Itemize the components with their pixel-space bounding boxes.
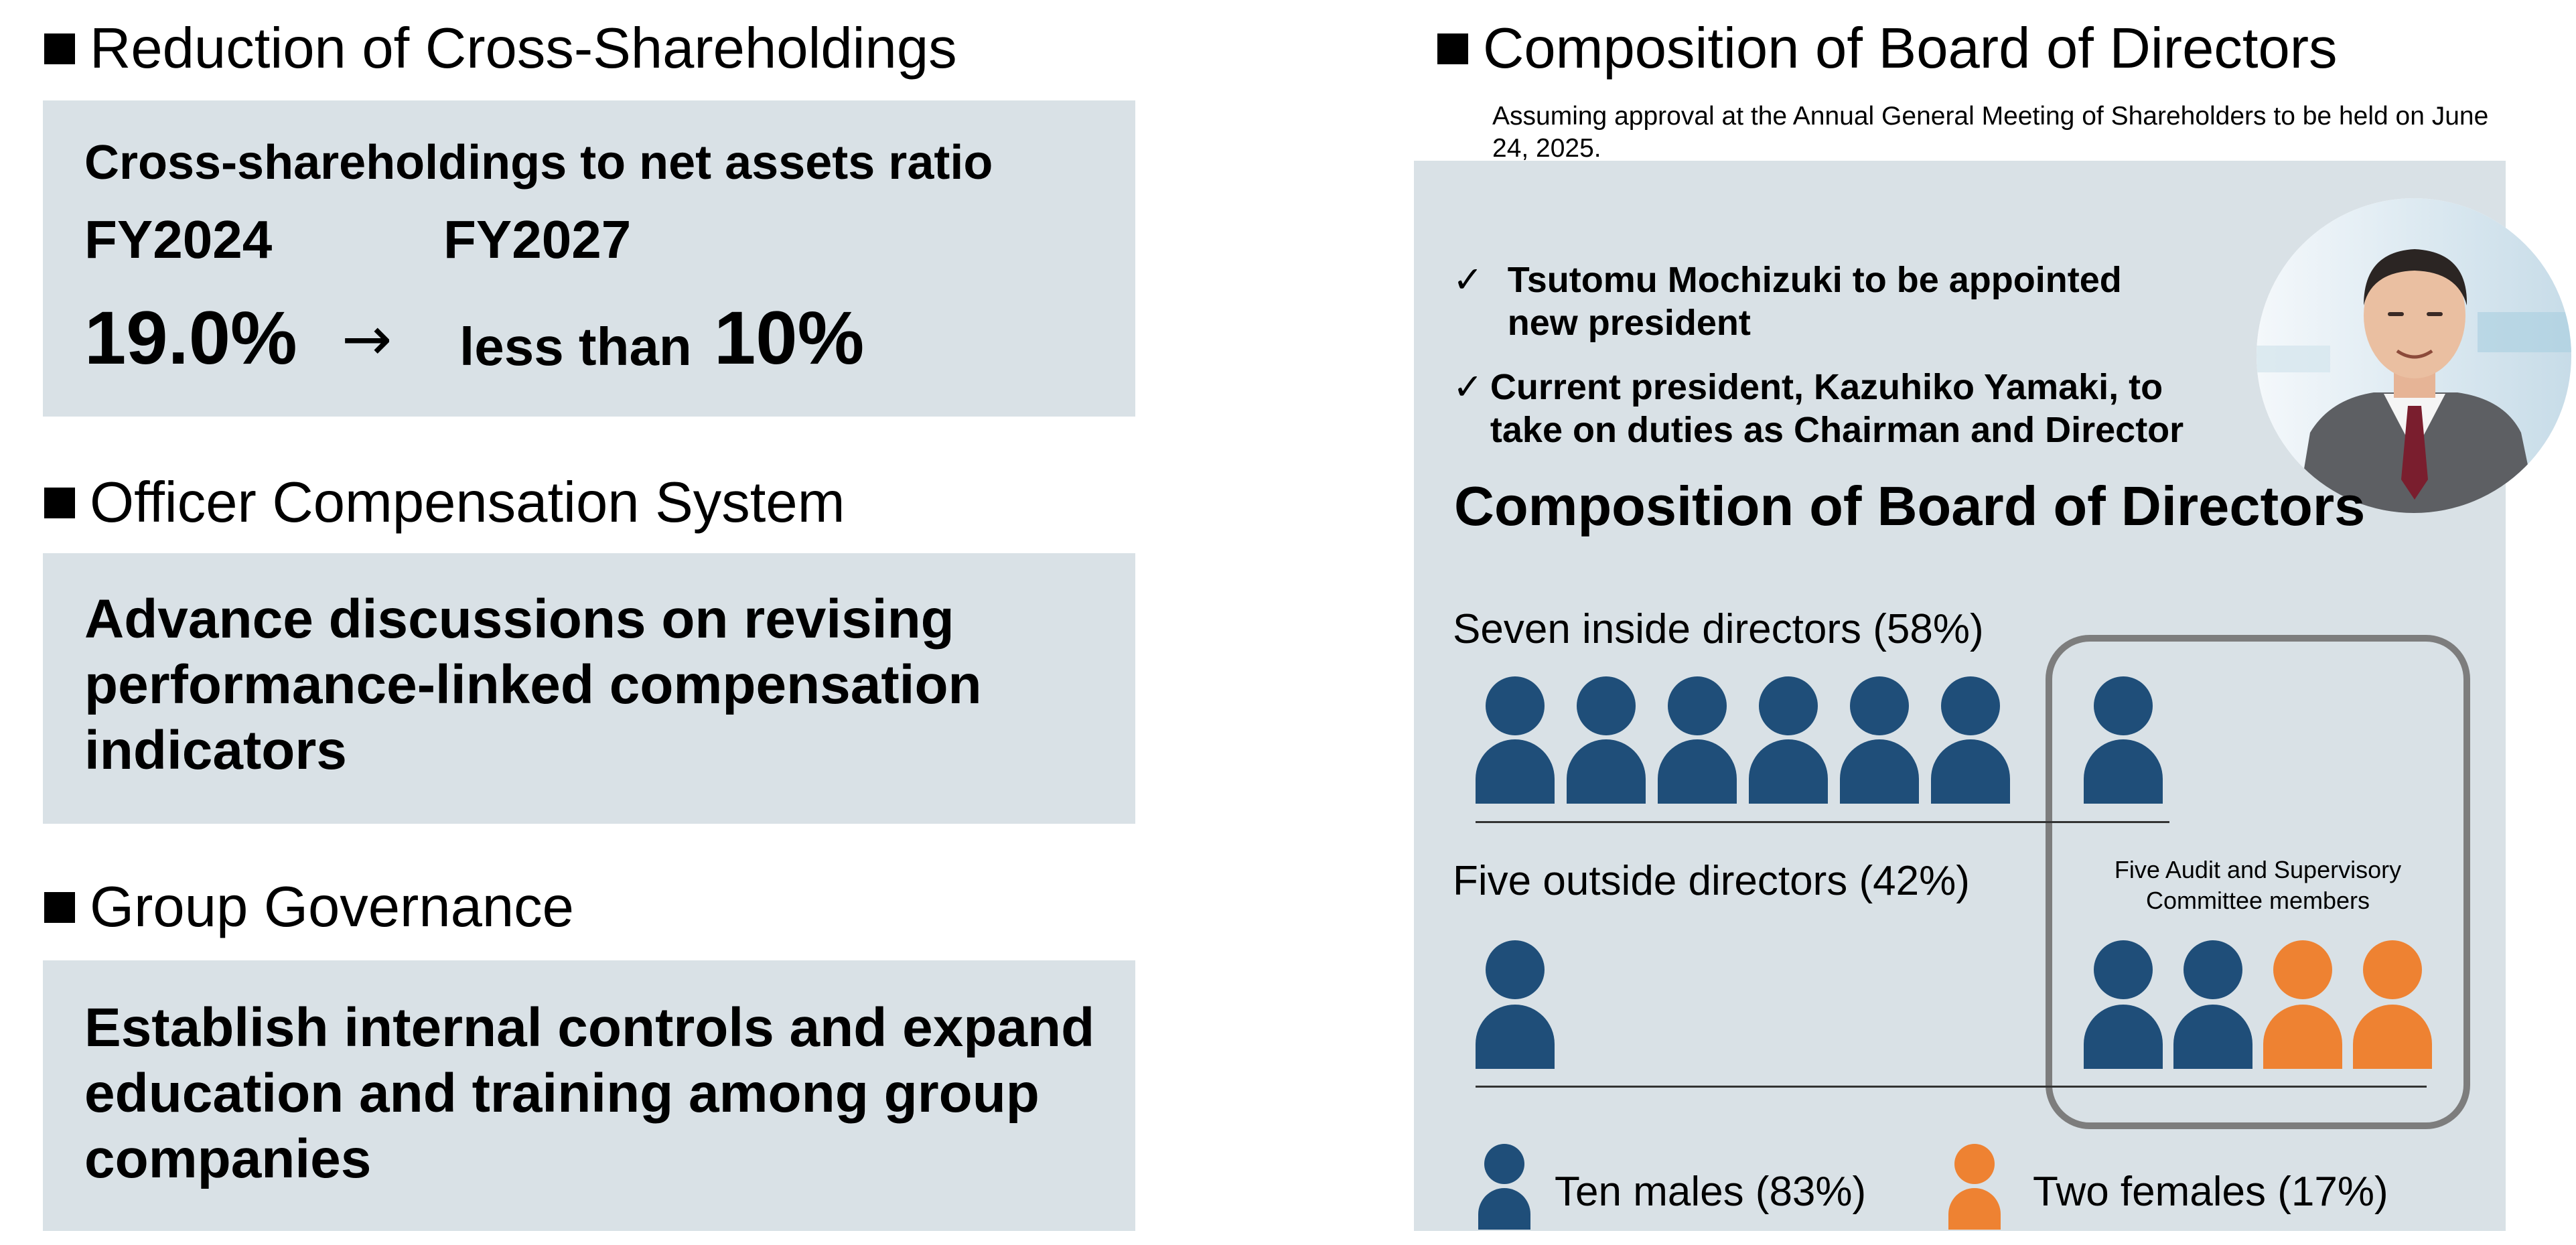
to-value: 10% — [714, 296, 865, 380]
female-person-icon — [2263, 940, 2342, 1069]
to-value-prefix: less than — [459, 317, 692, 376]
audit-committee-box — [2046, 635, 2470, 1129]
compensation-panel: Advance discussions on revising performa… — [43, 553, 1135, 824]
arrow-icon: → — [342, 304, 392, 374]
male-person-icon — [1476, 676, 1555, 804]
square-bullet-icon — [1437, 33, 1468, 64]
governance-body: Establish internal controls and expand e… — [84, 997, 1095, 1189]
panel-title: Composition of Board of Directors — [1454, 475, 2366, 537]
to-year: FY2027 — [443, 210, 632, 269]
inside-directors-label: Seven inside directors (58%) — [1453, 606, 1984, 652]
board-heading-text: Composition of Board of Directors — [1483, 17, 2338, 80]
from-year: FY2024 — [84, 210, 273, 269]
cross-shareholdings-heading: Reduction of Cross-Shareholdings — [44, 20, 957, 77]
check-icon: ✓ — [1453, 367, 1484, 407]
board-panel: ✓ Tsutomu Mochizuki to be appointed new … — [1414, 161, 2571, 1231]
square-bullet-icon — [44, 891, 75, 923]
compensation-body: Advance discussions on revising performa… — [84, 589, 982, 781]
governance-heading: Group Governance — [44, 879, 574, 936]
compensation-heading-text: Officer Compensation System — [90, 471, 845, 534]
governance-heading-text: Group Governance — [90, 875, 574, 939]
male-person-icon — [1840, 676, 1919, 804]
legend-female-label: Two females (17%) — [2033, 1169, 2388, 1215]
president-portrait-icon — [2257, 198, 2571, 513]
legend-male-icon — [1478, 1144, 1530, 1230]
from-value: 19.0% — [84, 296, 297, 380]
square-bullet-icon — [44, 487, 75, 518]
governance-panel: Establish internal controls and expand e… — [43, 960, 1135, 1231]
male-person-icon — [1658, 676, 1737, 804]
male-person-icon — [2173, 940, 2252, 1069]
square-bullet-icon — [44, 33, 75, 64]
bullet-new-president: ✓ Tsutomu Mochizuki to be appointed new … — [1453, 259, 2190, 344]
inside-divider — [1476, 821, 2169, 823]
outside-divider — [1476, 1086, 2427, 1088]
male-person-icon — [1567, 676, 1646, 804]
check-icon: ✓ — [1453, 260, 1484, 300]
legend-male-label: Ten males (83%) — [1555, 1169, 1867, 1215]
male-person-icon — [1749, 676, 1828, 804]
approval-note: Assuming approval at the Annual General … — [1492, 102, 2489, 163]
bullet-text: Current president, Kazuhiko Yamaki, to t… — [1490, 367, 2184, 450]
legend-female-icon — [1948, 1144, 2001, 1230]
president-photo — [2257, 198, 2571, 513]
outside-directors-label: Five outside directors (42%) — [1453, 858, 1970, 904]
female-person-icon — [2353, 940, 2432, 1069]
board-heading: Composition of Board of Directors — [1437, 20, 2338, 77]
metric-label: Cross-shareholdings to net assets ratio — [84, 136, 993, 190]
compensation-heading: Officer Compensation System — [44, 474, 845, 531]
male-person-icon — [2084, 676, 2163, 804]
bullet-chairman: ✓ Current president, Kazuhiko Yamaki, to… — [1453, 366, 2230, 451]
cross-shareholdings-heading-text: Reduction of Cross-Shareholdings — [90, 17, 957, 80]
bullet-text: Tsutomu Mochizuki to be appointed new pr… — [1507, 260, 2122, 343]
male-person-icon — [1476, 940, 1555, 1069]
male-person-icon — [1931, 676, 2010, 804]
male-person-icon — [2084, 940, 2163, 1069]
cross-shareholdings-panel: Cross-shareholdings to net assets ratio … — [43, 100, 1135, 417]
audit-committee-label: Five Audit and Supervisory Committee mem… — [2114, 856, 2402, 914]
